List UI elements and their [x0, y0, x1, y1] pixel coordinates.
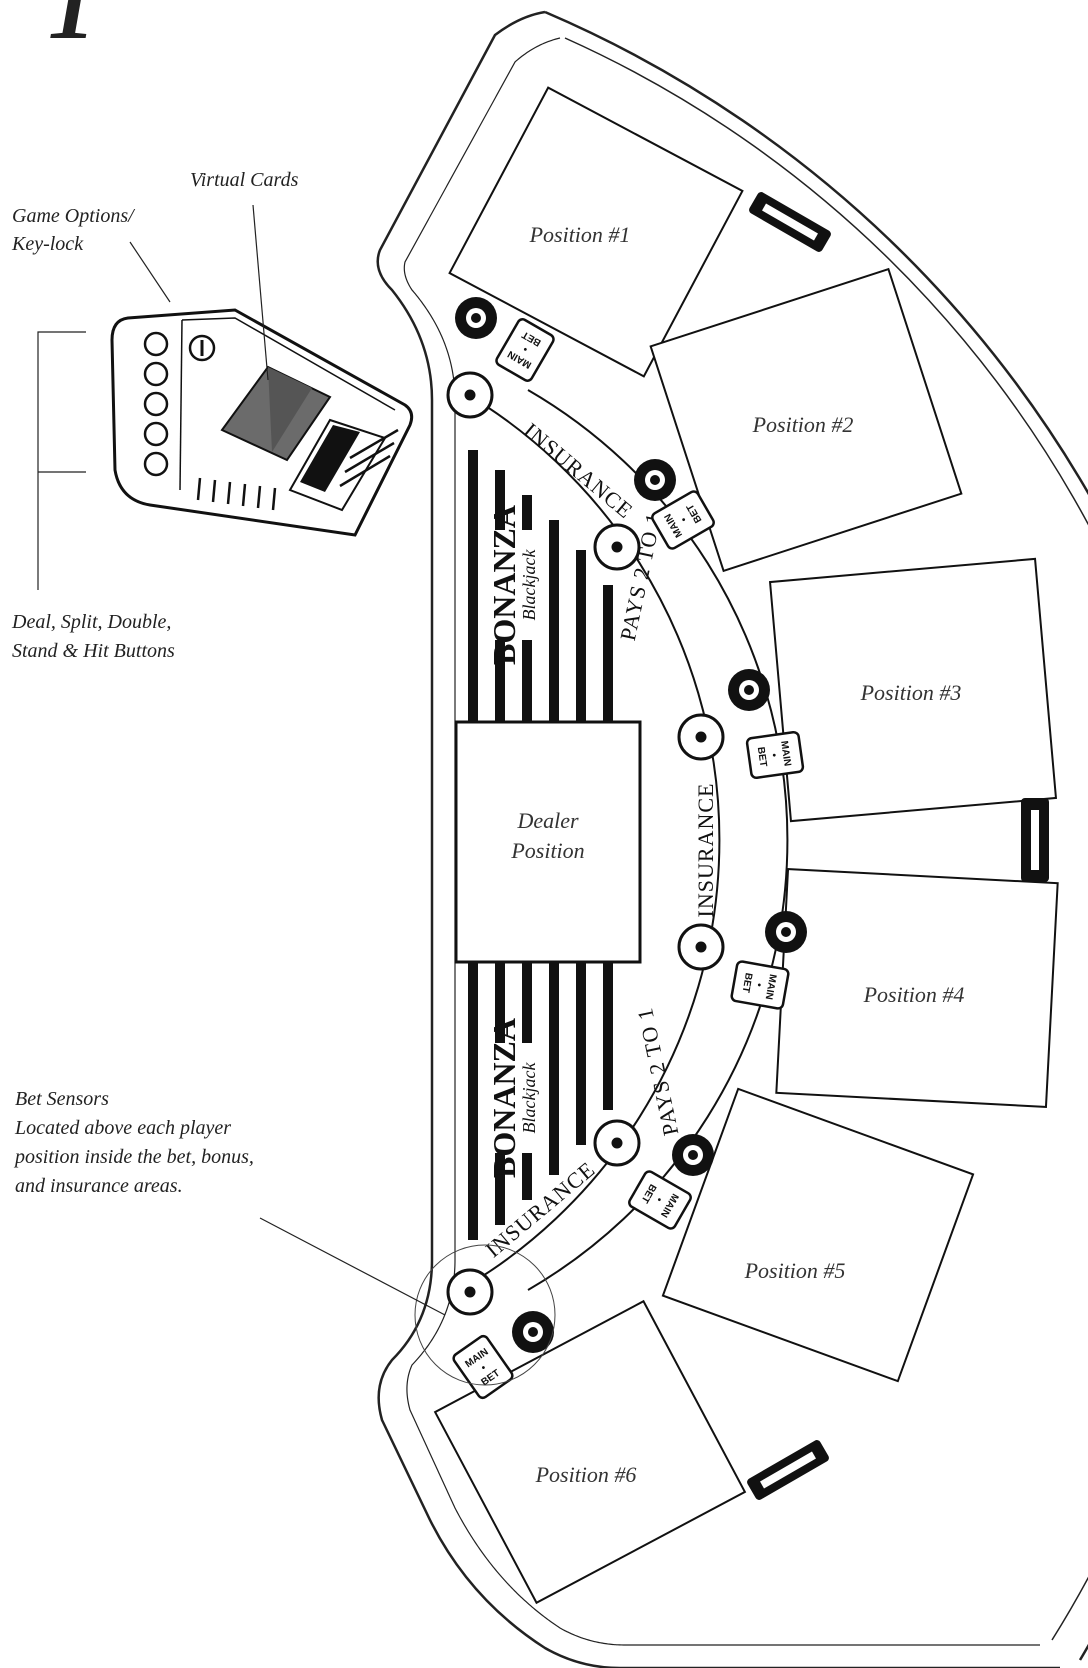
dealer-label-line1: Dealer — [516, 808, 579, 833]
svg-text:INSURANCE: INSURANCE — [519, 418, 638, 524]
buttons-caption-line2: Stand & Hit Buttons — [12, 640, 175, 662]
game-options-caption-line2: Key-lock — [11, 233, 84, 255]
position-2 — [649, 267, 963, 573]
svg-text:Blackjack: Blackjack — [519, 549, 539, 621]
svg-text:•: • — [521, 343, 530, 355]
deal-button[interactable] — [143, 331, 169, 357]
position-6-label: Position #6 — [535, 1462, 637, 1487]
svg-text:MAIN: MAIN — [778, 740, 792, 767]
svg-text:BONANZA: BONANZA — [486, 505, 522, 665]
position-5 — [661, 1087, 975, 1383]
rim-logos — [747, 192, 1049, 1500]
position-3 — [768, 557, 1058, 823]
position-3-label: Position #3 — [860, 680, 962, 705]
figure-number: 1 — [48, 0, 96, 59]
player-positions — [433, 86, 1059, 1605]
position-4-label: Position #4 — [863, 982, 965, 1007]
bet-sensors-caption-line2: Located above each player — [14, 1117, 231, 1139]
svg-text:Blackjack: Blackjack — [519, 1062, 539, 1134]
virtual-cards-caption: Virtual Cards — [190, 169, 299, 191]
svg-text:•: • — [768, 753, 779, 758]
svg-text:INSURANCE: INSURANCE — [693, 783, 718, 918]
buttons-caption-line1: Deal, Split, Double, — [11, 611, 171, 633]
bet-sensors-caption-line1: Bet Sensors — [15, 1088, 109, 1110]
control-panel — [110, 308, 414, 537]
svg-text:•: • — [653, 1195, 665, 1204]
callout-lines — [37, 204, 446, 1316]
bonanza-logo-top: BONANZA Blackjack — [485, 505, 539, 665]
svg-text:•: • — [678, 515, 690, 524]
game-options-caption-line1: Game Options/ — [12, 205, 136, 227]
position-5-label: Position #5 — [744, 1258, 846, 1283]
svg-text:BET: BET — [740, 972, 754, 994]
svg-text:MAIN: MAIN — [763, 973, 778, 1000]
bet-sensor-callout-circle — [414, 1244, 556, 1386]
bonanza-logo-bottom: BONANZA Blackjack — [485, 1018, 539, 1178]
main-bet-markers: MAIN • BET MAIN • BET MAIN • BET MAIN • … — [452, 297, 807, 1400]
hit-button[interactable] — [143, 451, 169, 477]
svg-text:•: • — [479, 1362, 489, 1373]
svg-text:•: • — [753, 982, 765, 988]
split-button[interactable] — [143, 361, 169, 387]
table-outline — [376, 10, 1088, 1668]
double-button[interactable] — [143, 391, 169, 417]
position-1-label: Position #1 — [529, 222, 631, 247]
control-buttons — [143, 331, 169, 477]
position-1 — [448, 86, 744, 378]
band-sensors — [446, 371, 725, 1316]
dealer-position: Dealer Position — [454, 720, 642, 964]
svg-text:BET: BET — [755, 746, 769, 767]
key-lock[interactable] — [188, 334, 216, 362]
virtual-cards-display — [220, 365, 387, 512]
svg-text:BONANZA: BONANZA — [486, 1018, 522, 1178]
dealer-label-line2: Position — [510, 838, 584, 863]
position-labels: Position #1 Position #2 Position #3 Posi… — [529, 222, 965, 1487]
bet-sensors-caption-line4: and insurance areas. — [15, 1175, 183, 1197]
position-2-label: Position #2 — [752, 412, 854, 437]
stand-button[interactable] — [143, 421, 169, 447]
bet-sensors-caption-line3: position inside the bet, bonus, — [13, 1146, 254, 1168]
